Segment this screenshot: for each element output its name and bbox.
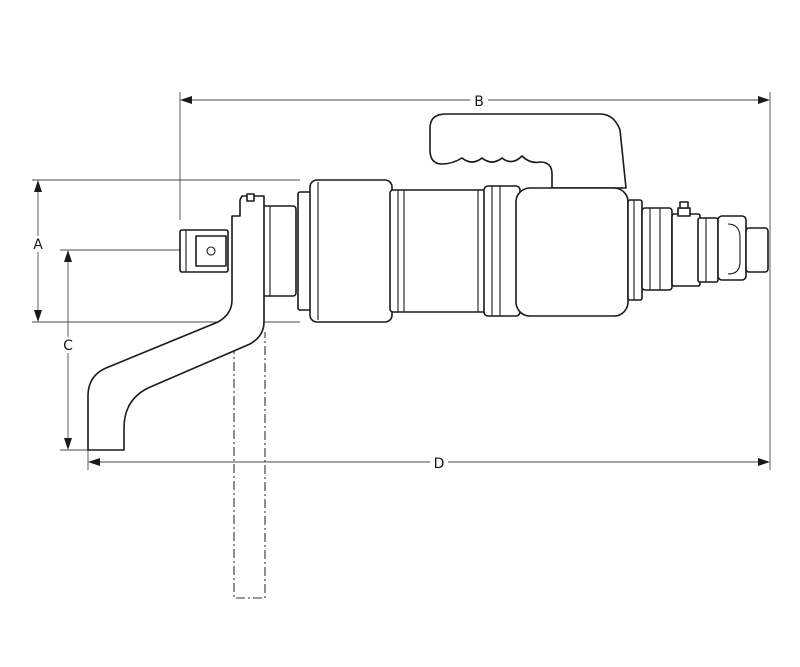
motor-body xyxy=(483,185,629,317)
dimension-d: D xyxy=(88,454,770,472)
drive-collar xyxy=(261,205,297,297)
dimension-label-b: B xyxy=(474,94,484,110)
rear-assembly xyxy=(627,199,769,301)
gear-housing xyxy=(389,189,487,313)
carry-handle xyxy=(429,113,627,189)
dimension-b: B xyxy=(180,92,770,110)
reaction-arm xyxy=(87,195,265,451)
dimension-a: A xyxy=(30,180,46,322)
dimension-label-c: C xyxy=(63,338,73,354)
dimension-c: C xyxy=(60,250,76,450)
square-drive xyxy=(179,229,229,273)
rotated-reaction-arm-outline xyxy=(233,332,266,599)
front-housing xyxy=(297,179,393,323)
arm-locking-pin xyxy=(246,193,255,202)
dimension-label-a: A xyxy=(33,237,43,253)
dimension-label-d: D xyxy=(434,456,445,472)
